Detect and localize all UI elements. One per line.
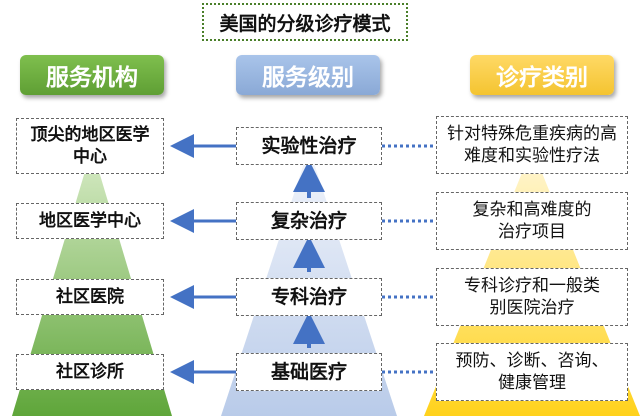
level-complex: 复杂治疗 [236,202,382,240]
institution-top-regional-center: 顶尖的地区医学中心 [16,118,164,174]
institution-regional-center: 地区医学中心 [16,203,164,239]
level-specialty: 专科治疗 [236,278,382,316]
level-experimental: 实验性治疗 [236,127,382,165]
category-prevention-management: 预防、诊断、咨询、健康管理 [436,343,628,401]
levels-header: 服务级别 [236,55,380,95]
category-complex-projects: 复杂和高难度的治疗项目 [436,192,628,250]
category-specialty-general: 专科诊疗和一般类别医院治疗 [436,268,628,326]
diagram-title: 美国的分级诊疗模式 [202,3,408,41]
category-experimental-therapy: 针对特殊危重疾病的高难度和实验性疗法 [436,116,628,174]
institution-community-clinic: 社区诊所 [16,354,164,390]
institution-community-hospital: 社区医院 [16,279,164,315]
level-basic: 基础医疗 [236,353,382,391]
institutions-header: 服务机构 [20,55,164,95]
categories-header: 诊疗类别 [470,55,614,95]
